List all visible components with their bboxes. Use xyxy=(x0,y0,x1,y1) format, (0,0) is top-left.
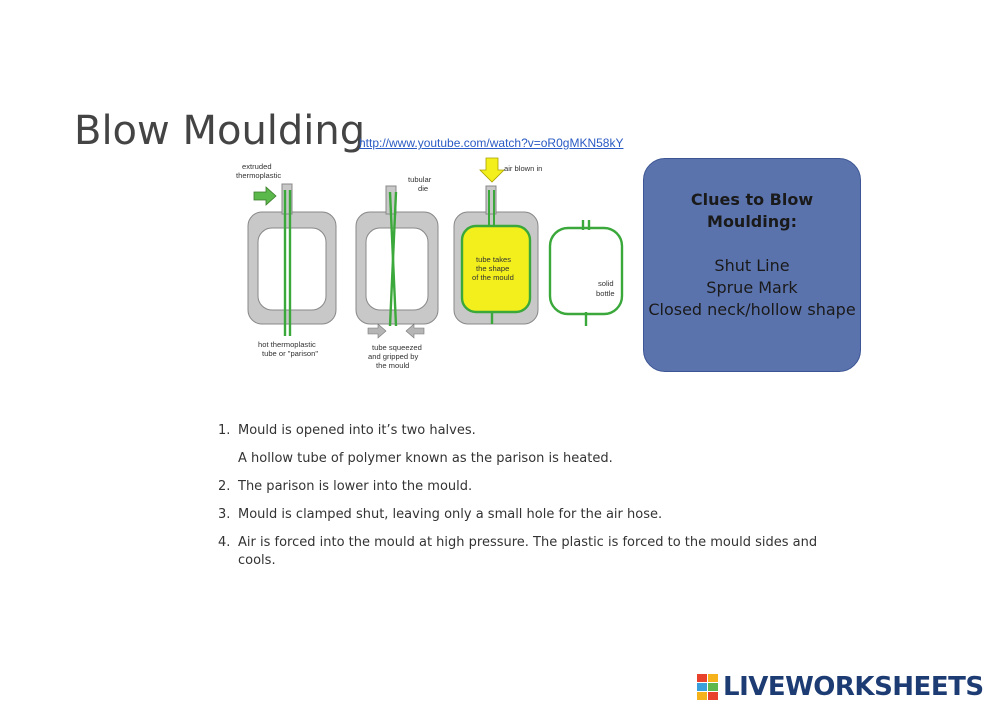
label-the-shape: the shape xyxy=(476,264,509,273)
slide-title: Blow Moulding xyxy=(74,108,366,154)
step-4: 4. Air is forced into the mould at high … xyxy=(218,534,818,570)
step-text: Mould is clamped shut, leaving only a sm… xyxy=(238,507,663,522)
steps-list: 1. Mould is opened into it’s two halves.… xyxy=(218,422,818,580)
step-1: 1. Mould is opened into it’s two halves. xyxy=(218,422,818,440)
clue-item: Shut Line xyxy=(714,256,790,275)
label-hot-thermoplastic: hot thermoplastic xyxy=(258,340,316,349)
stage-1-mould xyxy=(247,183,337,336)
blow-moulding-diagram: extruded thermoplastic hot thermoplastic… xyxy=(236,157,624,370)
label-solid: solid xyxy=(598,279,614,288)
label-parison: tube or "parison" xyxy=(262,349,318,358)
stage-3-mould xyxy=(453,157,539,325)
label-air-blown-in: air blown in xyxy=(504,164,542,173)
clues-heading: Clues to Blow Moulding: xyxy=(690,190,814,231)
stage-2-mould xyxy=(355,185,439,339)
label-die: die xyxy=(418,184,428,193)
step-2: 2. The parison is lower into the mould. xyxy=(218,478,818,496)
youtube-link[interactable]: http://www.youtube.com/watch?v=oR0gMKN58… xyxy=(359,136,624,150)
stage-4-bottle xyxy=(548,220,624,326)
clues-box: Clues to Blow Moulding: Shut Line Sprue … xyxy=(643,158,861,372)
label-tube-takes: tube takes xyxy=(476,255,511,264)
liveworksheets-wordmark: LIVEWORKSHEETS xyxy=(723,672,984,702)
step-text: The parison is lower into the mould. xyxy=(238,479,473,494)
label-gripped-by: and gripped by xyxy=(368,352,418,361)
clue-item: Closed neck/hollow shape xyxy=(648,300,856,319)
step-3: 3. Mould is clamped shut, leaving only a… xyxy=(218,506,818,524)
clue-item: Sprue Mark xyxy=(706,278,798,297)
label-thermoplastic: thermoplastic xyxy=(236,171,281,180)
step-1-detail: A hollow tube of polymer known as the pa… xyxy=(238,451,613,466)
label-tubular: tubular xyxy=(408,175,432,184)
step-text: Air is forced into the mould at high pre… xyxy=(238,535,818,568)
label-the-mould: the mould xyxy=(376,361,409,370)
liveworksheets-icon xyxy=(697,674,718,700)
label-of-the-mould: of the mould xyxy=(472,273,514,282)
label-extruded: extruded xyxy=(242,162,272,171)
step-text: Mould is opened into it’s two halves. xyxy=(238,423,476,438)
clues-list: Shut Line Sprue Mark Closed neck/hollow … xyxy=(644,255,860,321)
liveworksheets-logo: LIVEWORKSHEETS xyxy=(697,672,984,702)
label-bottle: bottle xyxy=(596,289,615,298)
label-tube-squeezed: tube squeezed xyxy=(372,343,422,352)
step-number: 1. xyxy=(218,423,231,438)
step-number: 3. xyxy=(218,507,231,522)
step-number: 2. xyxy=(218,479,231,494)
step-number: 4. xyxy=(218,535,231,550)
